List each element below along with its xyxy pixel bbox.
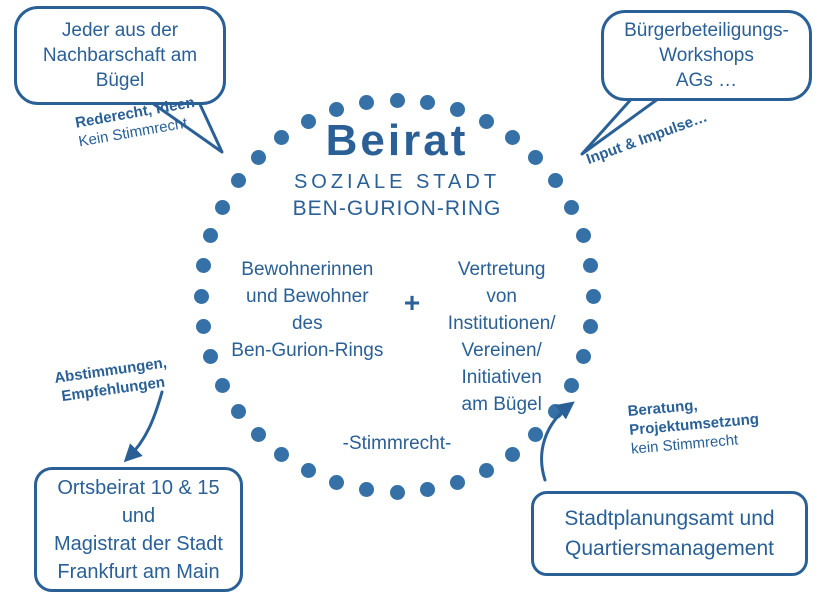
ring-dot <box>478 463 494 479</box>
ring-dot <box>564 377 580 393</box>
ring-dot <box>230 403 246 419</box>
ring-dot <box>250 149 266 165</box>
ring-dot <box>450 102 466 118</box>
ring-dot <box>328 102 344 118</box>
ring-dot <box>214 377 230 393</box>
ring-dot <box>274 447 290 463</box>
institutions-line: von <box>486 286 517 308</box>
bubble-line: Jeder aus der <box>61 19 179 41</box>
institutions-line: Initiativen <box>461 367 542 389</box>
arrow-from-stadtplanungsamt <box>540 401 575 482</box>
institutions-line: Institutionen/ <box>447 313 556 335</box>
institutions-group: Vertretung von Institutionen/ Vereinen/ … <box>434 257 569 419</box>
ring-dot <box>528 149 544 165</box>
beirat-circle-content: Beirat SOZIALE STADT BEN-GURION-RING Bew… <box>197 116 597 455</box>
ring-dot <box>358 94 374 110</box>
ring-dot <box>203 227 219 243</box>
residents-line: des <box>291 313 323 335</box>
residents-line: und Bewohner <box>246 286 369 308</box>
ring-dot <box>583 319 599 335</box>
ring-dot <box>583 257 599 273</box>
ring-dot <box>195 319 211 335</box>
ring-dot <box>420 482 436 498</box>
institutions-line: am Bügel <box>461 394 542 416</box>
ring-dot <box>203 349 219 365</box>
ring-dot <box>389 92 405 108</box>
ring-dot <box>193 288 209 304</box>
residents-line: Ben-Gurion-Rings <box>231 340 384 362</box>
ring-dot <box>300 463 316 479</box>
ring-dot <box>230 173 246 189</box>
bubble-line: Bügel <box>95 70 145 92</box>
bubble-line: Bürgerbeteiligungs- <box>624 19 789 41</box>
beirat-subtitle-soziale-stadt: SOZIALE STADT <box>293 171 501 194</box>
annotation-beratung: Beratung, Projektumsetzung kein Stimmrec… <box>627 392 761 459</box>
box-ortsbeirat-magistrat: Ortsbeirat 10 & 15 und Magistrat der Sta… <box>34 467 243 592</box>
ring-dot <box>450 474 466 490</box>
ring-dot <box>585 288 601 304</box>
ring-dot <box>358 482 374 498</box>
bubble-line: Workshops <box>659 44 754 66</box>
ring-dot <box>420 94 436 110</box>
bubble-nachbarschaft: Jeder aus der Nachbarschaft am Bügel <box>14 6 226 105</box>
beirat-title: Beirat <box>325 116 469 165</box>
institutions-line: Vereinen/ <box>461 340 542 362</box>
ring-dot <box>328 474 344 490</box>
ring-dot <box>214 199 230 215</box>
residents-line: Bewohnerinnen <box>241 259 374 281</box>
box-stadtplanungsamt: Stadtplanungsamt und Quartiersmanagement <box>531 491 808 576</box>
ring-dot <box>575 349 591 365</box>
ring-dot <box>250 427 266 443</box>
bubble-line: AGs … <box>675 70 738 92</box>
ring-dot <box>478 113 494 129</box>
ring-dot <box>300 113 316 129</box>
box-line: Magistrat der Stadt <box>54 532 223 555</box>
plus-sign: + <box>403 287 421 319</box>
ring-dot <box>195 257 211 273</box>
bubble-workshops: Bürgerbeteiligungs- Workshops AGs … <box>601 10 812 101</box>
box-line: Frankfurt am Main <box>57 560 220 583</box>
ring-dot <box>575 227 591 243</box>
ring-dot <box>504 447 520 463</box>
box-line: Ortsbeirat 10 & 15 <box>57 476 220 499</box>
institutions-line: Vertretung <box>457 259 546 281</box>
ring-dot <box>504 129 520 145</box>
beirat-subtitle-ben-gurion-ring: BEN-GURION-RING <box>292 197 502 221</box>
arrow-to-ortsbeirat <box>123 390 164 463</box>
ring-dot <box>274 129 290 145</box>
box-line: Stadtplanungsamt und <box>564 507 775 531</box>
bubble-line: Nachbarschaft am <box>42 44 198 66</box>
ring-dot <box>389 484 405 500</box>
residents-group: Bewohnerinnen und Bewohner des Ben-Gurio… <box>225 257 390 419</box>
ring-dot <box>564 199 580 215</box>
membership-columns: Bewohnerinnen und Bewohner des Ben-Gurio… <box>197 257 597 419</box>
ring-dot <box>548 173 564 189</box>
box-line: Quartiersmanagement <box>565 536 774 560</box>
box-line: und <box>121 504 156 527</box>
ring-dot <box>528 427 544 443</box>
voting-note: -Stimmrecht- <box>342 433 452 454</box>
